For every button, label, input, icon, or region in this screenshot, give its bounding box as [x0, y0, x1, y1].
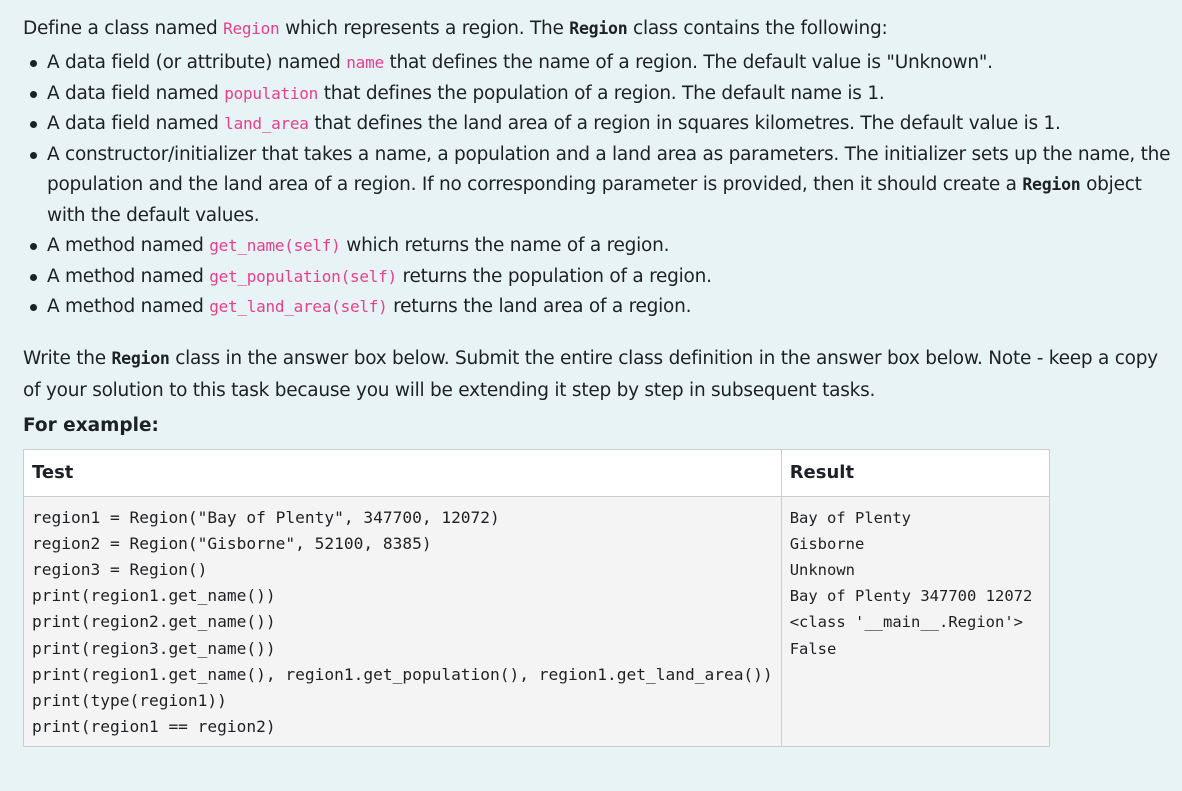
req-code: name — [346, 53, 384, 72]
req-text: A data field named — [47, 82, 225, 104]
test-cell: region1 = Region("Bay of Plenty", 347700… — [23, 495, 782, 748]
intro-text-1: Define a class named — [23, 18, 224, 39]
list-item: A data field named land_area that define… — [30, 109, 1173, 140]
req-text: which returns the name of a region. — [340, 235, 670, 256]
test-code-line: region2 = Region("Gisborne", 52100, 8385… — [32, 533, 432, 553]
req-text: that defines the land area of a region i… — [308, 113, 1061, 134]
test-code-line: print(region1.get_name()) — [32, 586, 276, 606]
header-test: Test — [23, 448, 782, 497]
result-cell: Bay of Plenty Gisborne Unknown Bay of Pl… — [780, 495, 1050, 748]
test-code-line: region3 = Region() — [32, 559, 208, 579]
question-text: Define a class named Region which repres… — [23, 14, 1173, 748]
intro-text-3: class contains the following: — [627, 18, 888, 39]
req-text: A data field (or attribute) named — [47, 52, 347, 73]
req-code: get_name(self) — [209, 236, 341, 255]
header-result: Result — [780, 448, 1050, 497]
req-text: that defines the population of a region.… — [318, 82, 885, 104]
list-item: A constructor/initializer that takes a n… — [30, 140, 1173, 232]
intro-paragraph: Define a class named Region which repres… — [23, 14, 1173, 44]
result-line: Gisborne — [789, 534, 865, 553]
test-code-line: region1 = Region("Bay of Plenty", 347700… — [32, 507, 500, 527]
table-header-row: Test Result — [23, 448, 1050, 497]
table-row: region1 = Region("Bay of Plenty", 347700… — [23, 495, 1050, 748]
class-name-code: Region — [223, 19, 280, 38]
test-code-line: print(type(region1)) — [32, 690, 227, 710]
class-name-strong: Region — [569, 19, 628, 38]
result-line: Unknown — [789, 560, 856, 579]
instructions-text-1: Write the — [23, 347, 112, 369]
test-code-line: print(region1 == region2) — [32, 717, 276, 737]
req-text: A data field named — [47, 113, 225, 134]
req-text: returns the land area of a region. — [387, 296, 692, 317]
list-item: A data field (or attribute) named name t… — [30, 48, 1173, 79]
list-item: A method named get_land_area(self) retur… — [30, 292, 1173, 323]
result-line: Bay of Plenty — [789, 508, 912, 527]
instructions-paragraph: Write the Region class in the answer box… — [23, 343, 1173, 407]
req-text: returns the population of a region. — [396, 265, 712, 287]
instructions-class-code: Region — [111, 348, 170, 368]
req-code: land_area — [224, 114, 309, 133]
intro-text-2: which represents a region. The — [279, 18, 570, 39]
req-text: A constructor/initializer that takes a n… — [47, 143, 1171, 196]
req-text: that defines the name of a region. The d… — [383, 52, 993, 73]
list-item: A data field named population that defin… — [30, 79, 1173, 110]
list-item: A method named get_name(self) which retu… — [30, 231, 1173, 262]
req-code-strong: Region — [1022, 175, 1081, 194]
req-code: population — [224, 83, 319, 103]
req-code: get_land_area(self) — [209, 297, 388, 316]
result-line: <class '__main__.Region'> — [789, 613, 1023, 632]
requirements-list: A data field (or attribute) named name t… — [23, 48, 1173, 323]
test-code-line: print(region3.get_name()) — [32, 638, 276, 658]
result-line: False — [789, 639, 837, 658]
instructions-text-2: class in the answer box below. Submit th… — [23, 347, 1158, 401]
result-line: Bay of Plenty 347700 12072 — [789, 587, 1033, 606]
test-code-line: print(region2.get_name()) — [32, 612, 276, 632]
req-text: A method named — [47, 265, 210, 287]
req-text: A method named — [47, 296, 210, 317]
req-text: object with the default values. — [47, 174, 1142, 226]
req-code: get_population(self) — [209, 266, 397, 286]
example-heading: For example: — [23, 414, 159, 436]
list-item: A method named get_population(self) retu… — [30, 262, 1173, 293]
examples-table: Test Result region1 = Region("Bay of Ple… — [23, 448, 1050, 748]
req-text: A method named — [47, 235, 210, 256]
test-code-line: print(region1.get_name(), region1.get_po… — [32, 664, 773, 684]
